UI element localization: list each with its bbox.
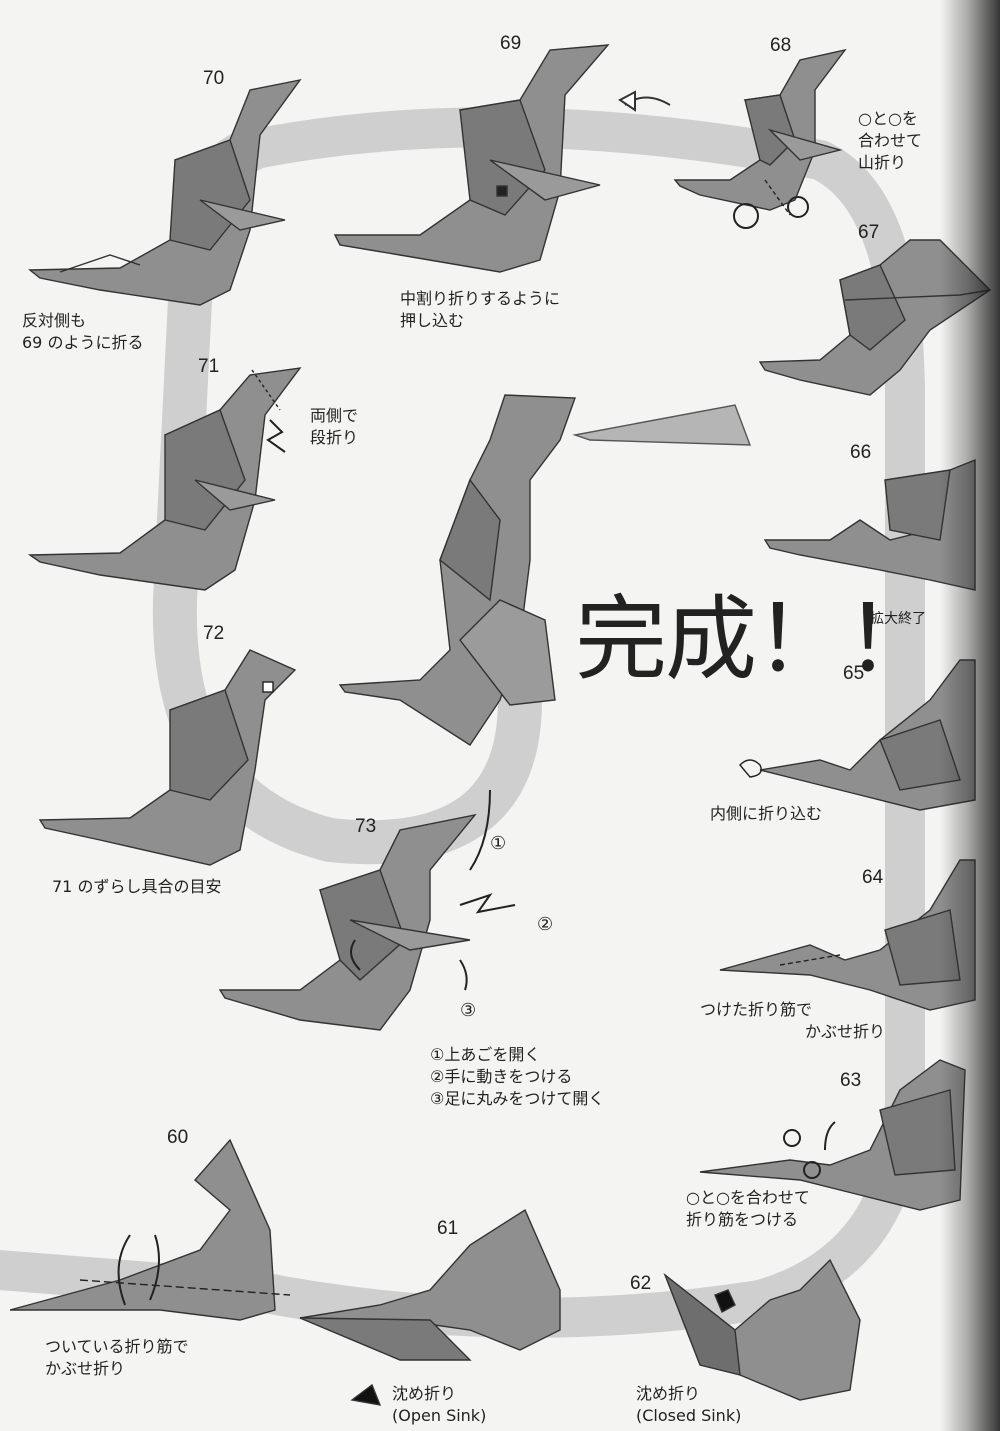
marker-1: ① <box>490 833 507 854</box>
step-68-caption: ○と○を 合わせて 山折り <box>858 108 922 174</box>
caption-line: 段折り <box>310 428 359 447</box>
completion-title: 完成！！ <box>575 586 937 693</box>
caption-line: ②手に動きをつける <box>430 1067 573 1086</box>
caption-line: 折り筋をつける <box>686 1210 799 1229</box>
caption-line: 拡大終了 <box>870 611 926 627</box>
step-69-caption: 中割り折りするように 押し込む <box>400 288 560 332</box>
caption-line: ①上あごを開く <box>430 1045 541 1064</box>
step-73-caption: ①上あごを開く ②手に動きをつける ③足に丸みをつけて開く <box>430 1044 604 1110</box>
caption-line: ○と○を <box>858 109 918 128</box>
step-60-caption: ついている折り筋で かぶせ折り <box>45 1336 189 1380</box>
caption-line: 押し込む <box>400 311 465 330</box>
marker-2: ② <box>537 914 554 935</box>
step-number: 66 <box>850 442 872 463</box>
step-61-caption: 沈め折り (Open Sink) <box>392 1383 486 1427</box>
step-number: 63 <box>840 1070 862 1091</box>
figure-step-63 <box>699 1059 966 1211</box>
step-number: 72 <box>203 623 225 644</box>
step-64-caption: つけた折り筋で かぶせ折り <box>700 999 885 1043</box>
caption-line: 合わせて <box>858 131 923 150</box>
caption-line: ついている折り筋で <box>45 1337 189 1356</box>
step-number: 65 <box>843 663 865 684</box>
step-number: 73 <box>355 816 377 837</box>
completed-model <box>338 394 752 746</box>
figure-step-71 <box>27 367 302 591</box>
caption-line: かぶせ折り <box>805 1022 886 1041</box>
caption-line: 沈め折り <box>636 1384 701 1403</box>
step-63-caption: ○と○を合わせて 折り筋をつける <box>686 1187 810 1231</box>
caption-line: つけた折り筋で <box>700 1000 813 1019</box>
step-number: 71 <box>198 356 220 377</box>
step-number: 62 <box>630 1273 652 1294</box>
figure-step-64 <box>719 859 976 1011</box>
book-spine-shadow <box>940 0 1000 1431</box>
caption-line: 山折り <box>858 153 907 172</box>
caption-line: 71 のずらし具合の目安 <box>52 877 222 896</box>
step-number: 64 <box>862 867 884 888</box>
step-66-caption: 拡大終了 <box>870 608 926 630</box>
figure-step-73 <box>218 789 516 1031</box>
step-65-caption: 内側に折り込む <box>710 803 822 825</box>
figure-step-61 <box>299 1208 561 1406</box>
figure-step-70 <box>28 78 302 306</box>
figure-step-69 <box>333 44 610 273</box>
step-71-caption: 両側で 段折り <box>310 405 358 449</box>
caption-line: (Open Sink) <box>392 1406 487 1425</box>
step-70-caption: 反対側も 69 のように折る <box>22 310 143 354</box>
caption-line: ○と○を合わせて <box>686 1188 810 1207</box>
caption-line: かぶせ折り <box>45 1359 126 1378</box>
flow-arrow <box>618 90 671 112</box>
step-number: 70 <box>203 68 225 89</box>
caption-line: 沈め折り <box>392 1384 457 1403</box>
step-number: 68 <box>770 35 792 56</box>
figure-step-68 <box>673 48 847 229</box>
step-number: 61 <box>437 1218 459 1239</box>
figure-step-60 <box>9 1138 291 1321</box>
caption-line: 中割り折りするように <box>400 289 561 308</box>
caption-line: 両側で <box>310 406 359 425</box>
step-62-caption: 沈め折り (Closed Sink) <box>636 1383 741 1427</box>
figure-step-72 <box>38 649 297 866</box>
caption-line: ③足に丸みをつけて開く <box>430 1089 605 1108</box>
step-number: 60 <box>167 1127 189 1148</box>
caption-line: 69 のように折る <box>22 333 144 352</box>
step-number: 69 <box>500 33 522 54</box>
caption-line: (Closed Sink) <box>636 1406 742 1425</box>
step-72-caption: 71 のずらし具合の目安 <box>52 876 221 898</box>
caption-line: 内側に折り込む <box>710 804 823 823</box>
step-number: 67 <box>858 222 880 243</box>
marker-3: ③ <box>460 1000 477 1021</box>
figure-step-62 <box>663 1258 861 1401</box>
caption-line: 反対側も <box>22 311 87 330</box>
